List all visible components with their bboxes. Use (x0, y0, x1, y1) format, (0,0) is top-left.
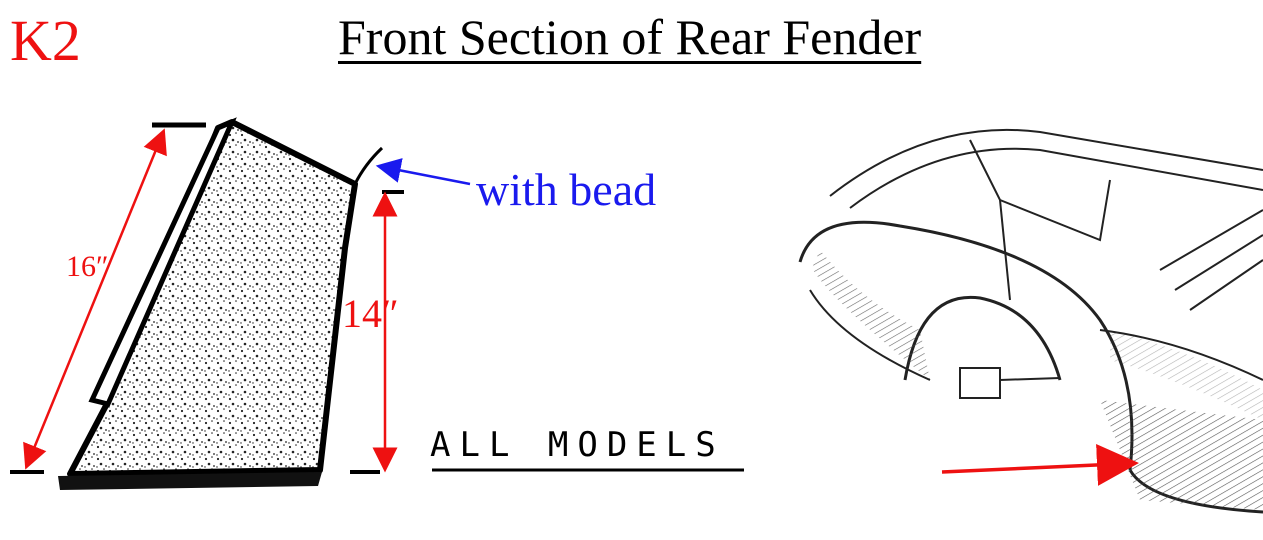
car-pointer-arrow (941, 443, 1139, 486)
dimension-label-14: 14″ (342, 291, 399, 336)
page-title: Front Section of Rear Fender (338, 9, 922, 65)
dimension-label-16: 16″ (66, 250, 109, 283)
bead-callout-label: with bead (476, 164, 657, 215)
bead-callout-arrow (375, 158, 471, 186)
dimension-arrow-16 (23, 128, 167, 470)
diagram-code: K2 (10, 8, 81, 73)
fender-panel (58, 117, 384, 490)
applicability-label: ALL MODELS (430, 425, 725, 465)
